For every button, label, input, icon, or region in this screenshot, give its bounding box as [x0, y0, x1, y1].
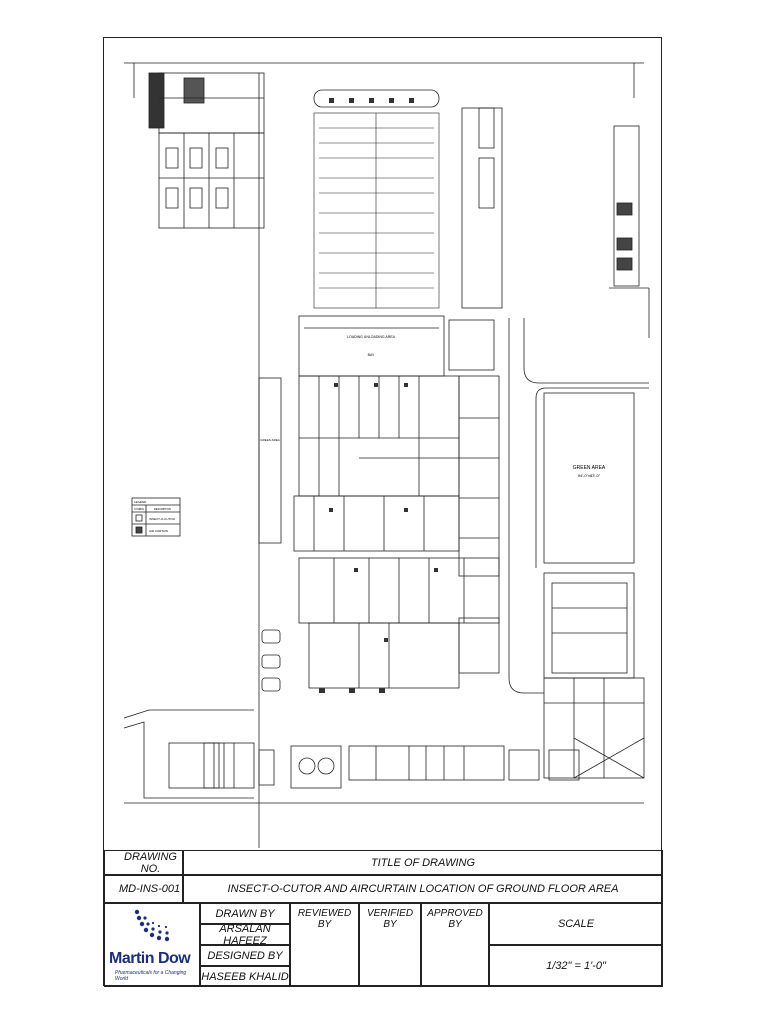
legend-col-description: DESCRIPTION — [154, 508, 171, 511]
green-area-label: GREEN AREA — [573, 465, 606, 471]
legend-air-curtain: AIR CURTAIN — [149, 529, 168, 533]
verified-by-label: VERIFIED BY — [359, 903, 421, 987]
reviewed-by-label: REVIEWED BY — [290, 903, 359, 987]
designed-by-value: HASEEB KHALID — [200, 966, 290, 987]
scale-label: SCALE — [489, 903, 663, 945]
green-area-size: 94'-0"x83'-0" — [578, 473, 601, 478]
designed-by-label: DESIGNED BY — [200, 945, 290, 966]
company-name: Martin Dow — [109, 950, 191, 967]
drawn-by-value: ARSALAN HAFEEZ — [200, 923, 290, 947]
legend-title: LEGEND — [134, 500, 147, 504]
company-tagline: Pharmaceuticals for a Changing World — [115, 970, 187, 982]
title-block: DRAWING NO. TITLE OF DRAWING MD-INS-001 … — [104, 850, 663, 987]
loading-area-label: LOADING UNLOADING AREA — [347, 335, 396, 339]
logo-mark-icon — [134, 909, 170, 942]
drawing-no-value: MD-INS-001 — [104, 875, 183, 903]
legend-col-symbol: SYMBOL — [134, 508, 145, 511]
drawing-sheet: GREEN AREA 94'-0"x83'-0" LEGEND SYMBOL D… — [103, 37, 663, 987]
bay-label: BAY — [368, 353, 375, 357]
title-of-drawing-value: INSECT-O-CUTOR AND AIRCURTAIN LOCATION O… — [183, 875, 663, 903]
company-logo: Martin Dow Pharmaceuticals for a Changin… — [104, 903, 200, 987]
floor-plan: GREEN AREA 94'-0"x83'-0" LEGEND SYMBOL D… — [123, 62, 650, 848]
drawing-no-label: DRAWING NO. — [104, 850, 183, 875]
approved-by-label: APPROVED BY — [421, 903, 489, 987]
legend-insect-o-cutor: INSECT-O-CUTOR — [149, 517, 176, 521]
green-strip-label: GREEN AREA — [260, 438, 280, 442]
drawn-by-label: DRAWN BY — [200, 903, 290, 924]
scale-value: 1/32" = 1'-0" — [489, 945, 663, 987]
title-of-drawing-label: TITLE OF DRAWING — [183, 850, 663, 875]
